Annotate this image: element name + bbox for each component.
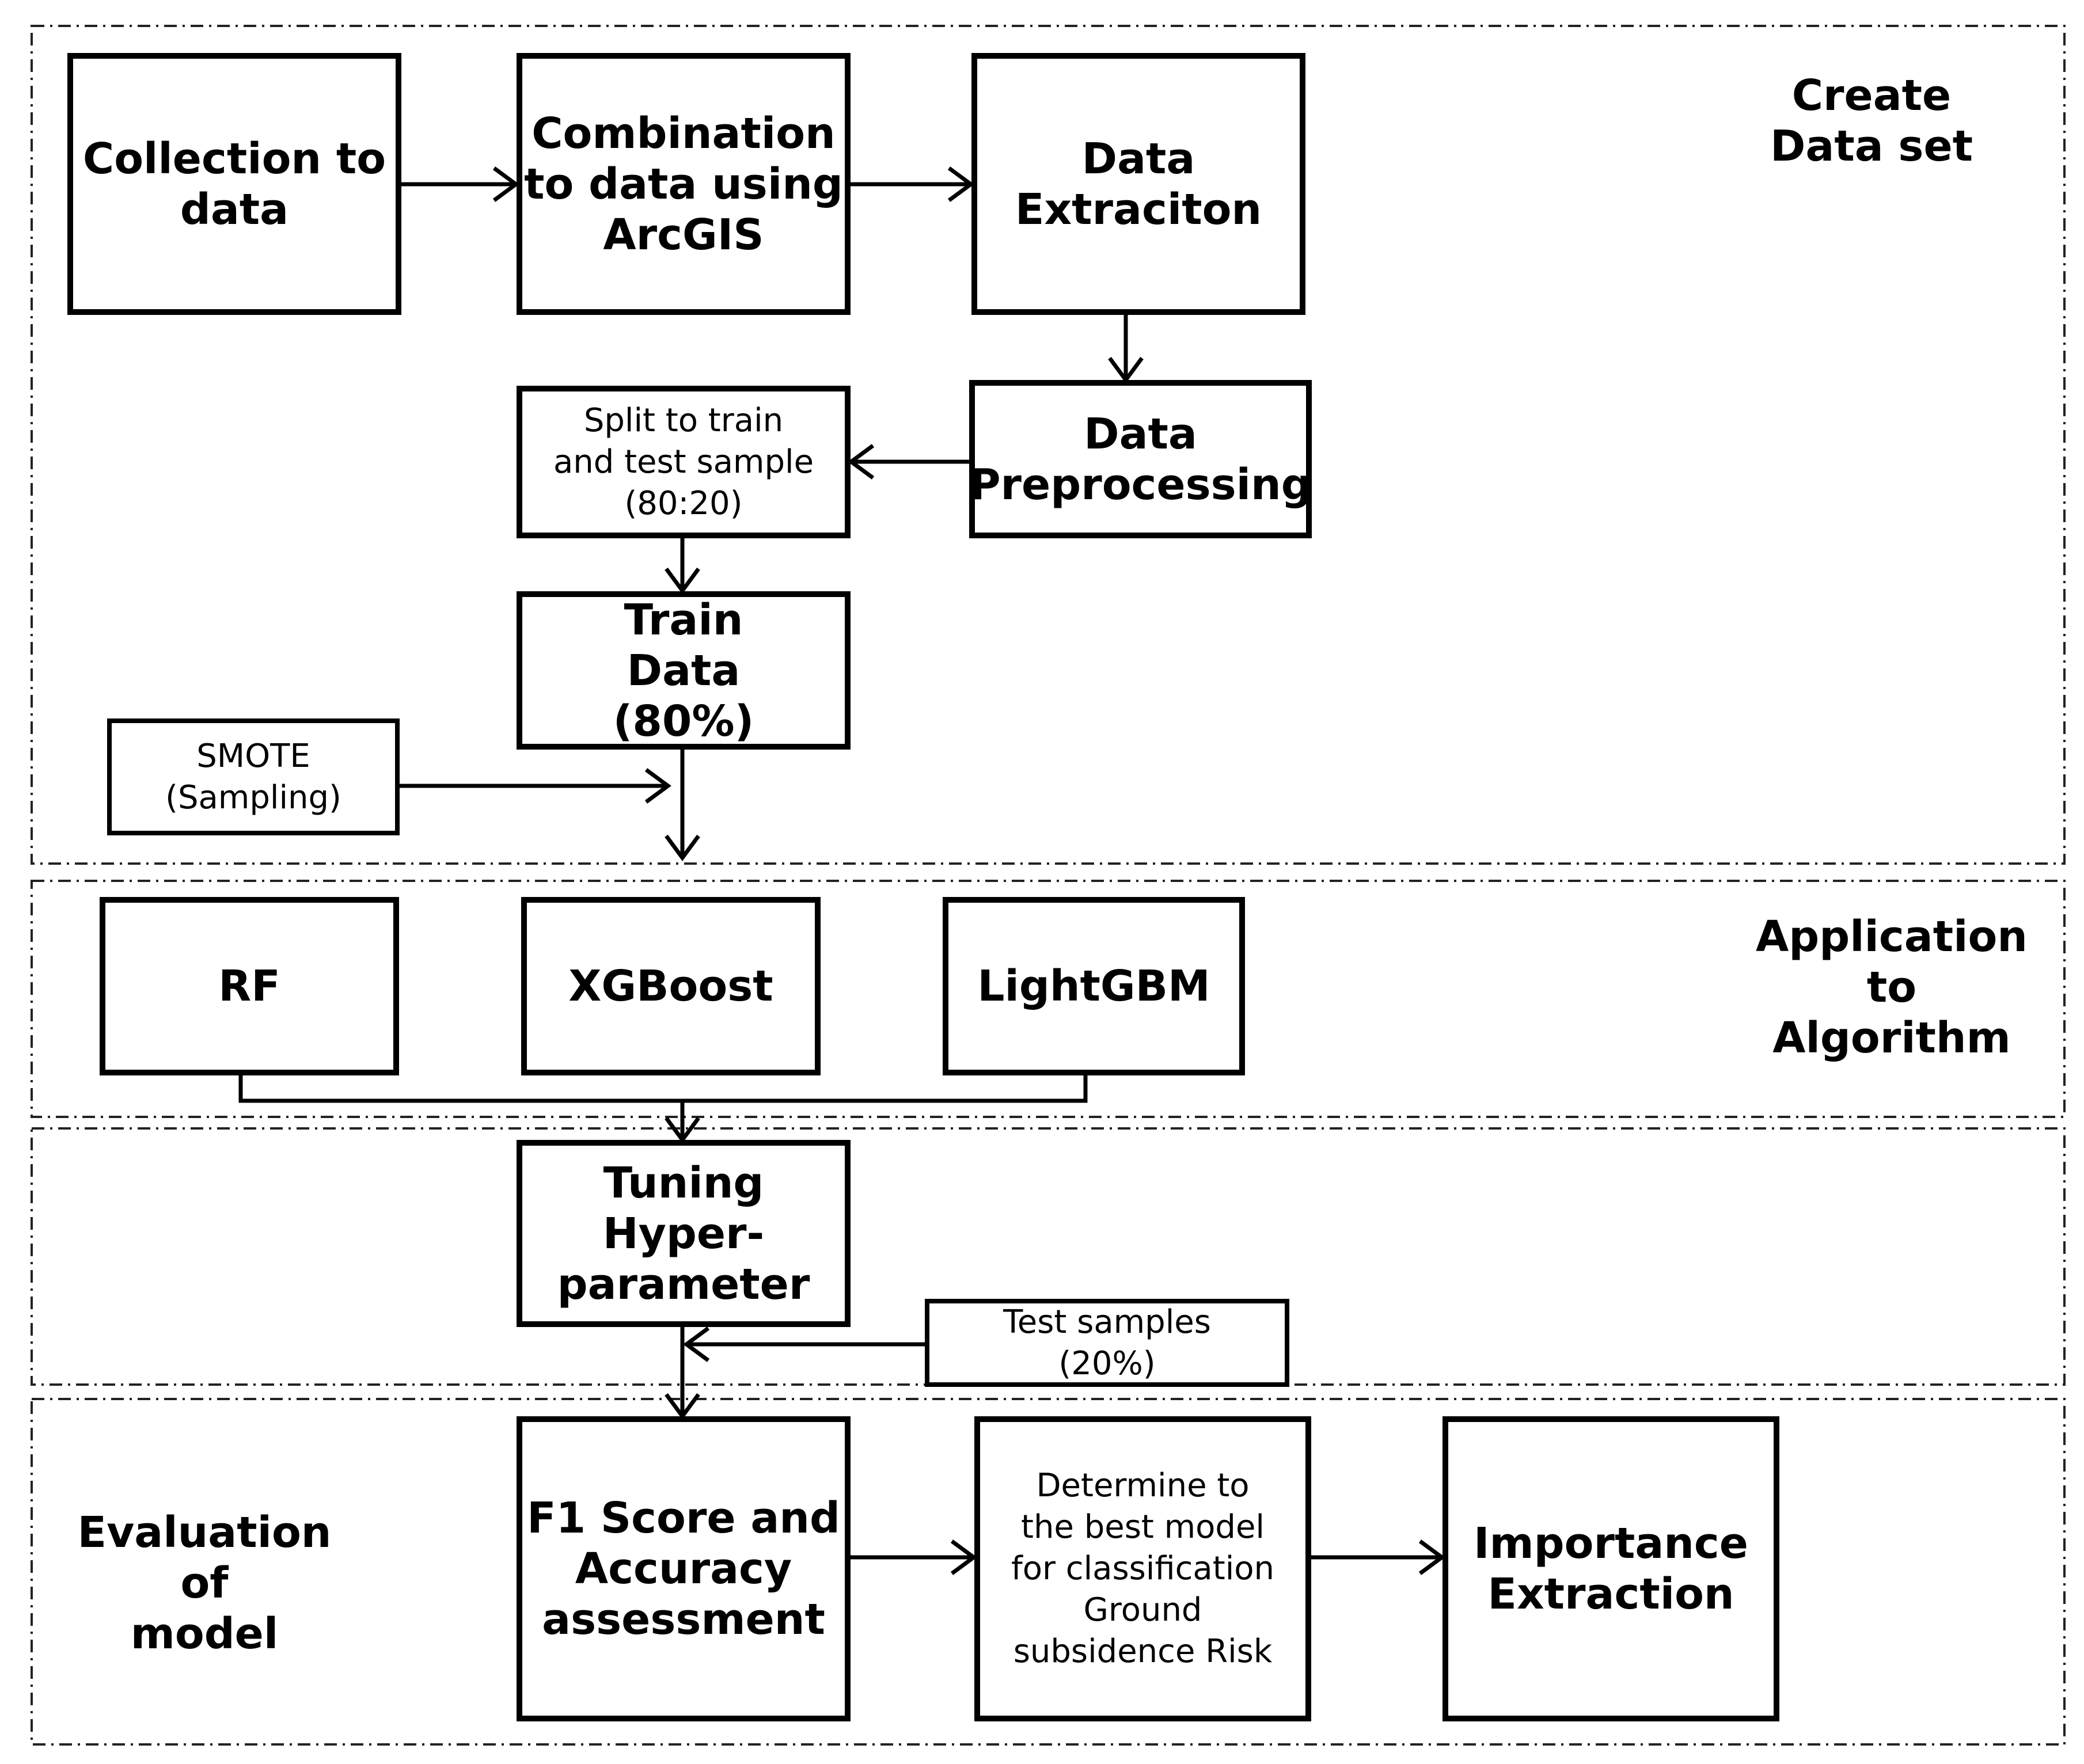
section-evaluation-frame xyxy=(31,1398,2066,1746)
section-create-dataset-frame xyxy=(31,25,2066,865)
connectors xyxy=(238,166,1445,1575)
box-importance xyxy=(1443,1416,1779,1721)
box-extraction xyxy=(971,53,1305,315)
box-determine xyxy=(974,1416,1311,1721)
node-xgboost: XGBoost xyxy=(568,961,773,1011)
box-rf xyxy=(100,897,399,1075)
arrowhead-extraction xyxy=(947,166,974,202)
section-title-evaluation: Evaluation of model xyxy=(77,1508,332,1659)
node-tuning: Tuning Hyper- parameter xyxy=(557,1158,810,1309)
box-preprocessing xyxy=(969,380,1312,538)
node-collection: Collection to data xyxy=(82,134,386,234)
node-smote: SMOTE (Sampling) xyxy=(165,737,341,816)
box-test xyxy=(925,1299,1289,1387)
arrowhead-f1 xyxy=(665,1393,700,1420)
arrowhead-train xyxy=(665,567,700,594)
arrowhead-preprocessing xyxy=(1108,356,1144,383)
node-lightgbm: LightGBM xyxy=(977,961,1210,1011)
box-train xyxy=(517,591,851,750)
arrowhead-split xyxy=(848,444,875,480)
arrowhead-determine xyxy=(950,1539,977,1575)
node-extraction: Data Extraciton xyxy=(1015,134,1262,234)
node-determine: Determine to the best model for classifi… xyxy=(1011,1467,1275,1670)
node-train: Train Data (80%) xyxy=(613,595,754,746)
section-application-frame xyxy=(31,880,2066,1118)
section-title-create-dataset: Create Data set xyxy=(1770,71,1973,171)
arrowhead-combination xyxy=(492,166,519,202)
node-combination: Combination to data using ArcGIS xyxy=(524,108,843,260)
box-lightgbm xyxy=(943,897,1245,1075)
arrowhead-importance xyxy=(1418,1539,1445,1575)
arrowhead-tuning xyxy=(665,1116,700,1143)
box-combination xyxy=(517,53,851,315)
box-smote xyxy=(107,718,400,835)
box-f1 xyxy=(517,1416,851,1721)
box-tuning xyxy=(517,1140,851,1327)
node-preprocessing: Data Preprocessing xyxy=(969,409,1312,510)
section-title-application: Application to Algorithm xyxy=(1755,912,2028,1063)
arrowhead-test xyxy=(683,1326,710,1362)
node-f1: F1 Score and Accuracy assessment xyxy=(527,1493,840,1644)
node-split: Split to train and test sample (80:20) xyxy=(553,401,814,522)
box-xgboost xyxy=(521,897,821,1075)
node-rf: RF xyxy=(218,961,280,1011)
box-split xyxy=(517,386,851,538)
arrowhead-smote xyxy=(644,768,671,804)
box-collection xyxy=(67,53,401,315)
node-importance: Importance Extraction xyxy=(1474,1519,1748,1619)
node-test: Test samples (20%) xyxy=(1003,1303,1211,1382)
arrowhead-algorithms xyxy=(665,834,700,861)
merge-algorithms xyxy=(238,1073,1088,1103)
